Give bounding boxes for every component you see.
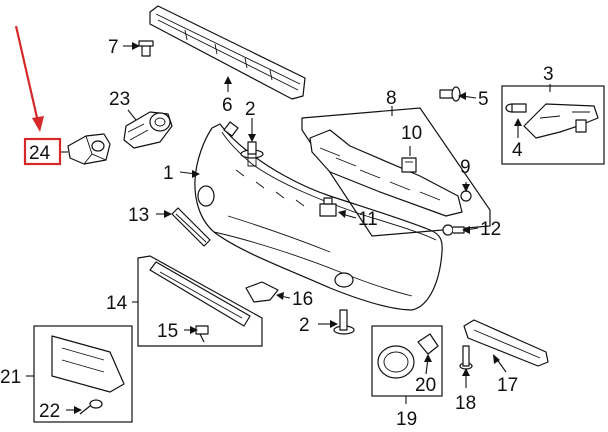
callout-17: 17 [497, 375, 518, 396]
grille-assembly-part-14 [137, 255, 263, 347]
reflector-strip-part-13 [171, 207, 211, 247]
leader-lines [26, 42, 551, 414]
bracket-part-16 [245, 281, 279, 303]
bumper-cover-part-1 [194, 121, 443, 311]
bracket-assembly-part-8 [301, 107, 491, 237]
parking-sensor-part-23 [123, 111, 173, 149]
highlight-box-24 [23, 137, 62, 166]
callout-8: 8 [386, 88, 397, 109]
callout-labels: 1 2 2 3 4 5 6 7 8 9 10 11 12 13 14 15 16… [0, 37, 554, 430]
callout-5: 5 [478, 89, 489, 110]
callout-12: 12 [480, 219, 501, 240]
highlight-arrow [14, 25, 44, 132]
push-pin-part-2-top [240, 141, 264, 167]
side-bracket-part-3 [501, 85, 605, 165]
callout-22: 22 [39, 401, 60, 422]
callout-11: 11 [358, 209, 378, 230]
callout-4: 4 [512, 140, 523, 161]
screw-part-9 [460, 190, 472, 202]
push-pin-part-4 [505, 103, 527, 113]
callout-9: 9 [460, 157, 471, 178]
bolt-part-5 [439, 86, 461, 102]
clip-part-10 [401, 157, 417, 173]
callout-7: 7 [108, 37, 119, 58]
callout-14: 14 [106, 293, 128, 314]
callout-16: 16 [292, 289, 313, 310]
push-pin-part-2-bottom [333, 309, 355, 335]
callout-13: 13 [128, 205, 149, 226]
screw-part-22 [79, 399, 103, 415]
fog-lamp-cover-part-19 [371, 325, 443, 397]
callout-1: 1 [163, 163, 174, 184]
callout-19: 19 [396, 409, 417, 430]
callout-23: 23 [109, 89, 130, 110]
screw-part-18 [459, 345, 473, 370]
bolt-part-7 [138, 40, 154, 57]
impact-bar-part-6 [149, 5, 306, 100]
clip-part-20 [417, 333, 439, 355]
moulding-part-17 [463, 319, 549, 367]
callout-15: 15 [157, 321, 178, 342]
bolt-part-12 [442, 224, 465, 236]
callout-10: 10 [401, 123, 422, 144]
callout-21: 21 [0, 367, 21, 388]
callout-20: 20 [415, 375, 436, 396]
callout-18: 18 [455, 393, 476, 414]
clip-part-11 [319, 197, 337, 217]
license-bracket-part-21 [33, 325, 133, 423]
callout-6: 6 [222, 95, 233, 116]
clip-part-15 [195, 325, 209, 343]
sensor-bracket-part-24 [67, 133, 111, 165]
callout-3: 3 [543, 64, 554, 85]
callout-2b: 2 [299, 315, 310, 336]
callout-2a: 2 [245, 99, 256, 120]
callout-24: 24 [29, 143, 51, 164]
